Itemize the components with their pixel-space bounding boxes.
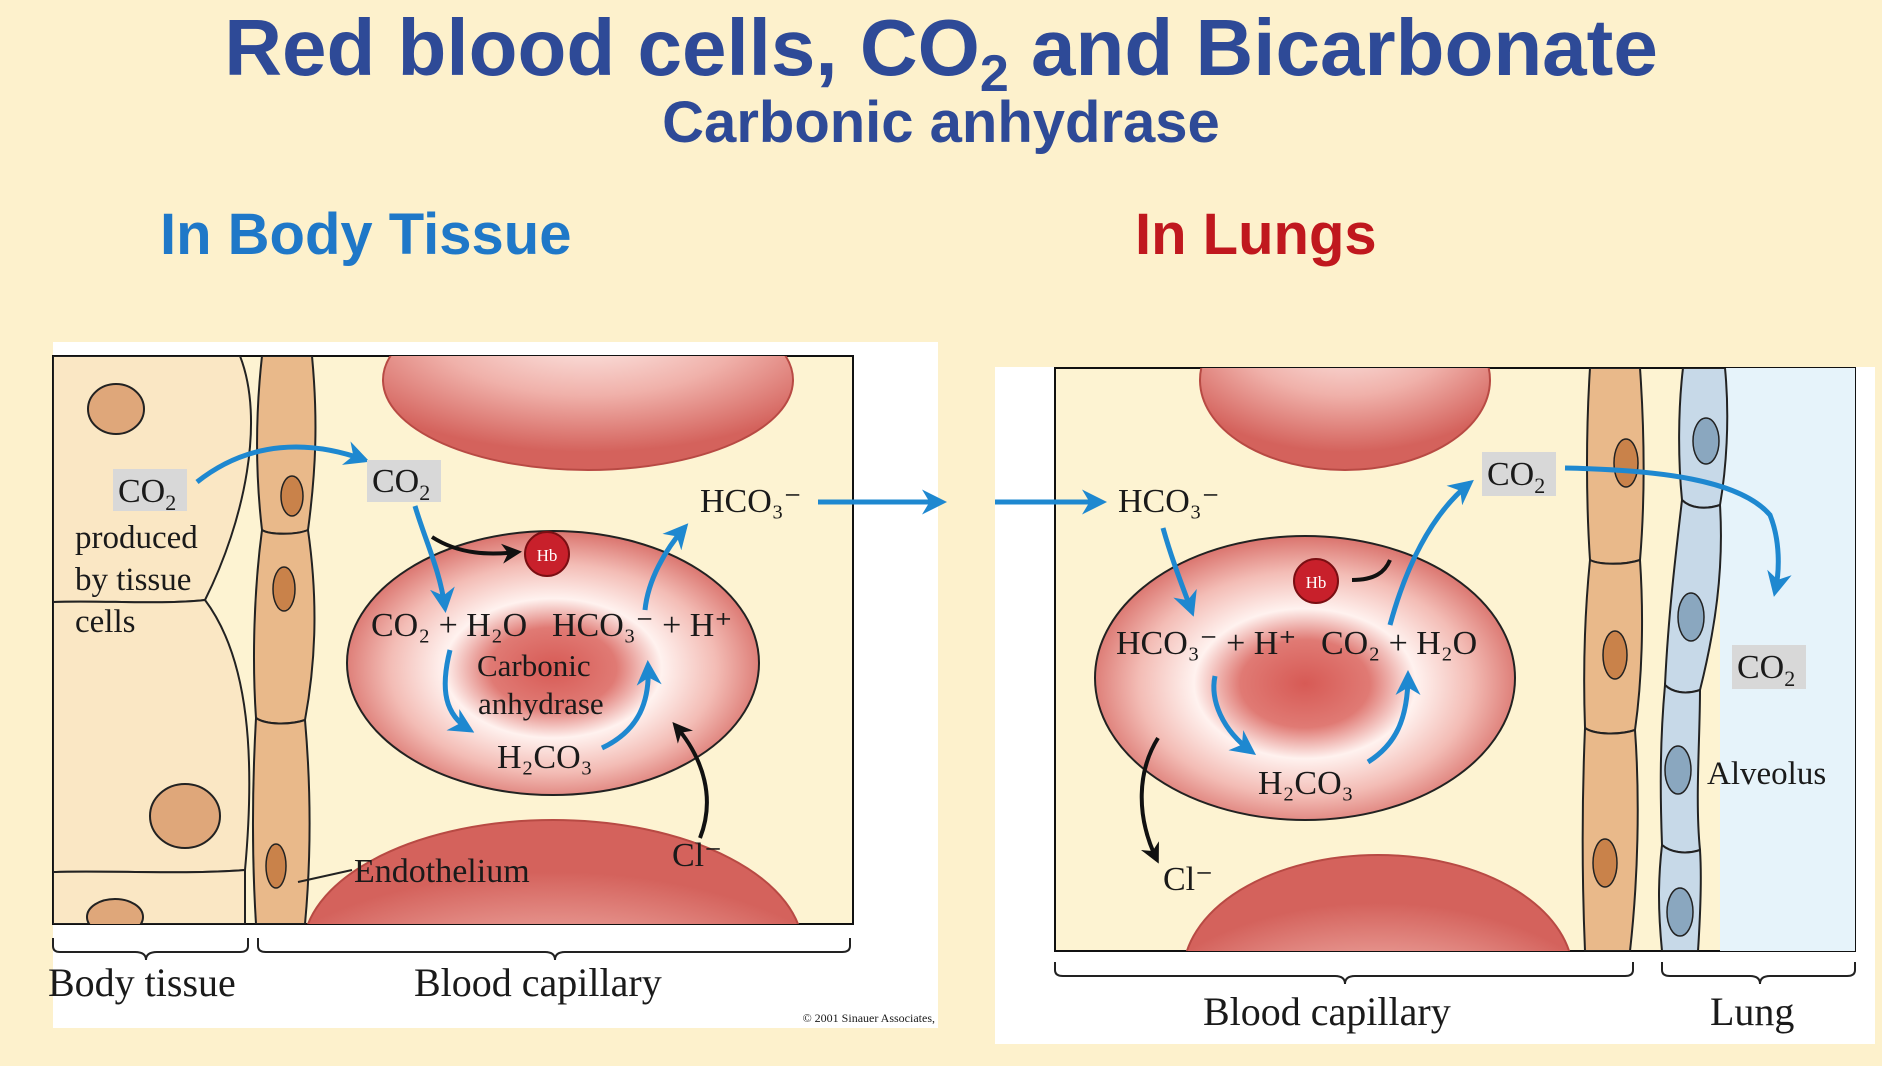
alveolar-nucleus	[1666, 887, 1694, 937]
region-label-lung: Lung	[1710, 989, 1794, 1034]
reaction-right-text: HCO₃⁻ + H⁺	[552, 607, 732, 644]
body-tissue-heading: In Body Tissue	[160, 202, 572, 267]
dehydration-arrow	[1366, 670, 1421, 765]
co2-produced-caption-3: cells	[75, 604, 135, 640]
chloride-label: Cl⁻	[1163, 861, 1213, 898]
lung-bracket	[1661, 962, 1856, 985]
co2-out-box	[1482, 452, 1556, 496]
endothelial-nucleus	[1602, 630, 1628, 680]
co2-hb-arrow	[430, 535, 522, 564]
co2-produced-caption-2: by tissue	[75, 562, 191, 598]
blood-capillary-bracket-left	[257, 938, 851, 961]
bicarbonate-in-label: HCO₃⁻	[1118, 483, 1220, 520]
carbonic-acid-formation-arrow	[1211, 675, 1257, 755]
hemoglobin-label: Hb	[537, 546, 558, 565]
endothelial-nucleus	[280, 475, 304, 517]
co2-to-alveolus-arrow	[1564, 465, 1792, 597]
lungs-panel: HCO₃⁻ CO2 Hb HCO₃⁻ + H⁺ CO₂ + H₂O H₂CO₃ …	[995, 367, 1875, 1044]
enzyme-label-1: Carbonic	[477, 648, 591, 683]
endothelial-nucleus	[265, 843, 287, 889]
copyright-text: © 2001 Sinauer Associates,	[803, 1011, 935, 1025]
reaction-right-text: CO₂ + H₂O	[1321, 625, 1477, 662]
co2-entry-arrow	[412, 505, 455, 613]
region-label-blood-capillary-left: Blood capillary	[414, 960, 662, 1005]
chloride-label: Cl⁻	[672, 837, 722, 874]
body-tissue-panel: CO2 produced by tissue cells CO2 Hb CO₂ …	[48, 342, 947, 1028]
red-blood-cell-main	[1094, 535, 1516, 821]
red-blood-cell-bottom	[307, 819, 799, 924]
region-label-body-tissue: Body tissue	[48, 960, 236, 1005]
endothelial-cell	[252, 716, 311, 924]
endothelium-leader-line	[297, 869, 353, 883]
carbonic-acid-label: H₂CO₃	[497, 739, 593, 776]
red-blood-cell-bottom	[1185, 854, 1571, 951]
hemoglobin-icon	[524, 531, 570, 577]
hemoglobin-icon	[1293, 558, 1339, 604]
body-tissue-bracket	[52, 938, 249, 961]
carbonic-acid-formation-arrow	[442, 649, 475, 733]
co2-capillary-box	[367, 460, 441, 502]
alveolus-label: Alveolus	[1707, 756, 1826, 792]
alveolar-nucleus	[1677, 592, 1705, 642]
blood-capillary-bracket-right	[1054, 962, 1634, 985]
co2-diffusion-arrow	[195, 441, 370, 484]
co2-alveolus-box	[1732, 645, 1806, 689]
endothelial-cell	[253, 528, 316, 725]
tissue-nucleus	[149, 783, 221, 849]
page-subtitle: Carbonic anhydrase	[662, 90, 1220, 155]
bicarbonate-entry-arrow	[1160, 527, 1197, 617]
page-title: Red blood cells, CO2 and Bicarbonate	[224, 3, 1658, 103]
carbonic-acid-label: H₂CO₃	[1258, 765, 1354, 802]
co2-alveolus-label: CO2	[1737, 649, 1795, 691]
endothelium-label: Endothelium	[354, 853, 530, 890]
red-blood-cell-top	[382, 356, 794, 471]
co2-produced-caption-1: produced	[75, 520, 198, 556]
enzyme-label-2: anhydrase	[478, 686, 604, 721]
co2-produced-label: CO2	[118, 473, 176, 515]
bicarbonate-exit-arrow	[642, 523, 689, 611]
tissue-nucleus	[87, 383, 145, 435]
reaction-left-text: HCO₃⁻ + H⁺	[1116, 625, 1296, 662]
tissue-nucleus	[86, 898, 144, 924]
co2-produced-box	[113, 469, 187, 511]
chloride-out-arrow	[1139, 736, 1160, 864]
lungs-heading: In Lungs	[1135, 202, 1377, 267]
hb-release-line	[1351, 559, 1392, 582]
alveolar-nucleus	[1692, 417, 1720, 465]
endothelial-cell	[1581, 726, 1639, 951]
co2-out-label: CO2	[1487, 456, 1545, 498]
tissue-cell	[53, 868, 246, 924]
tissue-cell	[53, 598, 251, 874]
co2-exit-arrow	[1387, 479, 1474, 626]
red-blood-cell-top	[1199, 368, 1491, 471]
hemoglobin-label: Hb	[1306, 573, 1327, 592]
reaction-left-text: CO₂ + H₂O	[371, 607, 527, 644]
alveolar-nucleus	[1664, 745, 1692, 795]
dissociation-arrow	[600, 660, 662, 751]
co2-capillary-label: CO2	[372, 463, 430, 505]
endothelial-nucleus	[1613, 438, 1639, 488]
endothelial-nucleus	[272, 566, 296, 612]
bicarbonate-out-label: HCO₃⁻	[700, 483, 802, 520]
endothelial-nucleus	[1592, 838, 1618, 888]
region-label-blood-capillary-right: Blood capillary	[1203, 989, 1451, 1034]
chloride-shift-arrow	[672, 721, 709, 839]
